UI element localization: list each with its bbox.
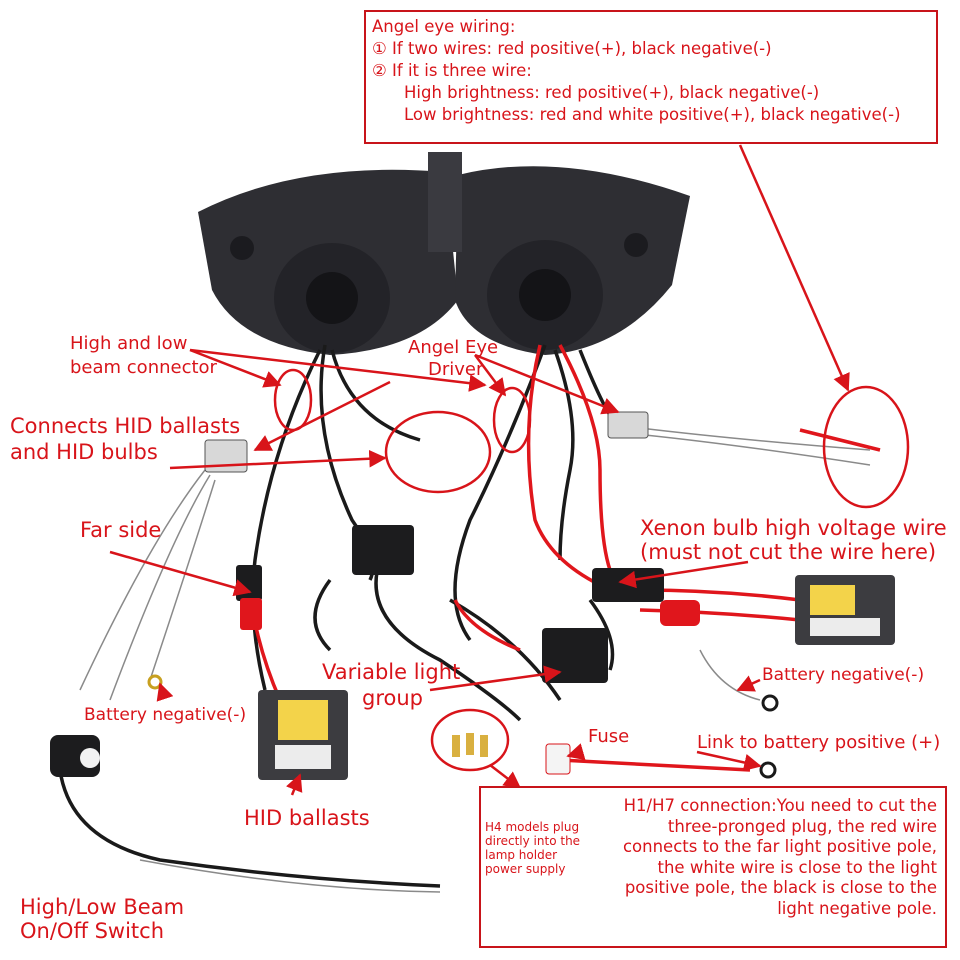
- label-high-low-connector-2: beam connector: [70, 357, 217, 378]
- h4-note: H4 models plug directly into the lamp ho…: [485, 820, 581, 876]
- angel-box-line-2: ② If it is three wire:: [372, 61, 532, 80]
- igniter-box-right: [592, 568, 664, 602]
- angel-box-line-3: High brightness: red positive(+), black …: [404, 83, 820, 102]
- hid-ballast-right: [795, 575, 895, 645]
- thin-wires: [79, 427, 871, 893]
- headlight-housing: [198, 152, 690, 355]
- h1-h7-connection-box: H4 models plug directly into the lamp ho…: [479, 786, 947, 948]
- annotation-arrows: [109, 144, 850, 796]
- h1-h7-note: H1/H7 connection:You need to cut the thr…: [622, 796, 937, 918]
- relay-module: [542, 628, 608, 683]
- fuse-holder: [545, 743, 571, 775]
- label-variable-2: group: [362, 686, 423, 710]
- angel-eye-wiring-box: Angel eye wiring: ① If two wires: red po…: [364, 10, 938, 144]
- label-far-side: Far side: [80, 518, 162, 542]
- label-fuse: Fuse: [588, 726, 630, 747]
- angel-box-title: Angel eye wiring:: [372, 17, 516, 36]
- label-switch-2: On/Off Switch: [20, 919, 165, 943]
- label-angel-driver-2: Driver: [428, 359, 484, 380]
- label-xenon-2: (must not cut the wire here): [640, 540, 937, 564]
- label-xenon-1: Xenon bulb high voltage wire: [640, 516, 947, 540]
- angel-box-line-1: ① If two wires: red positive(+), black n…: [372, 39, 772, 58]
- label-battery-negative-right: Battery negative(-): [762, 665, 925, 685]
- angel-box-line-4: Low brightness: red and white positive(+…: [404, 105, 901, 124]
- spade-terminals: [452, 733, 488, 757]
- label-battery-negative-left: Battery negative(-): [84, 705, 247, 725]
- switch-device: [50, 735, 100, 777]
- label-angel-driver-1: Angel Eye: [408, 337, 499, 358]
- label-switch-1: High/Low Beam: [20, 895, 185, 919]
- label-battery-positive: Link to battery positive (+): [697, 732, 941, 753]
- label-connects-hid-2: and HID bulbs: [10, 440, 158, 464]
- battery-positive-ring: [759, 761, 777, 779]
- far-side-connector: [236, 565, 262, 601]
- angel-eye-driver-module: [607, 411, 649, 439]
- hid-ballast-left: [258, 690, 348, 780]
- label-hid-ballasts: HID ballasts: [244, 806, 370, 830]
- battery-negative-ring-right: [761, 694, 779, 712]
- label-high-low-connector-1: High and low: [70, 333, 188, 354]
- far-side-red-boot: [240, 598, 262, 630]
- label-variable-1: Variable light: [322, 660, 461, 684]
- battery-negative-ring-left: [147, 674, 163, 690]
- xenon-red-boot: [660, 600, 700, 626]
- igniter-box-left: [352, 525, 414, 575]
- label-connects-hid-1: Connects HID ballasts: [10, 414, 241, 438]
